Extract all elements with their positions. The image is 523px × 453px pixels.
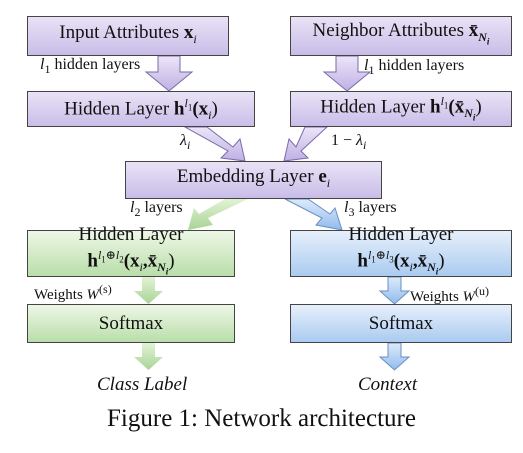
- hidden-layer-blue-box: Hidden Layer hl1⊕l3(xi,x̄Ni): [290, 224, 512, 277]
- hidden-right-h: h: [429, 96, 441, 118]
- input-var-sub: i: [193, 31, 197, 46]
- softmax-right-box: Softmax: [290, 304, 512, 343]
- input-attributes-box: Input Attributes xi: [27, 16, 229, 56]
- input-attributes-label: Input Attributes: [59, 22, 180, 44]
- neighbor-var-sub: N: [478, 29, 487, 44]
- softmax-right-label: Softmax: [368, 312, 434, 334]
- softmax-left-box: Softmax: [27, 304, 235, 343]
- neighbor-var: x̄: [468, 19, 479, 41]
- arrow-input-to-hidden-left: [144, 55, 194, 92]
- hidden-green-formula: hl1⊕l2(xi,x̄Ni): [87, 248, 175, 277]
- arrow-embedding-to-hidden-blue: [284, 198, 343, 231]
- arrow-softmax-to-context: [378, 342, 411, 371]
- arrow-embedding-to-hidden-green: [188, 199, 248, 230]
- neighbor-attributes-label: Neighbor Attributes: [312, 19, 464, 41]
- embedding-label: Embedding Layer: [176, 166, 314, 188]
- softmax-left-label: Softmax: [98, 312, 164, 334]
- label-l2-layers: l2 layers: [130, 199, 183, 220]
- figure-caption: Figure 1: Network architecture: [107, 405, 416, 432]
- hidden-green-line1: Hidden Layer: [78, 224, 184, 246]
- label-lambda-left: λi: [180, 132, 191, 153]
- input-var: x: [183, 22, 194, 44]
- hidden-layer-right-box: Hidden Layer hl1(x̄Ni): [290, 91, 512, 127]
- hidden-left-h: h: [173, 98, 185, 120]
- neighbor-var-sub-sub: i: [486, 36, 490, 47]
- embedding-var: e: [318, 166, 327, 188]
- arrow-neighbor-to-hidden-right: [322, 55, 372, 92]
- neighbor-attributes-box: Neighbor Attributes x̄Ni: [290, 16, 512, 56]
- arrow-hidden-right-to-embedding: [283, 126, 329, 162]
- arrow-hidden-blue-to-softmax: [378, 276, 411, 305]
- arrow-hidden-green-to-softmax: [134, 277, 163, 304]
- label-weights-right: Weights W(u): [410, 284, 490, 305]
- hidden-left-label: Hidden Layer: [64, 98, 170, 120]
- hidden-layer-left-box: Hidden Layer hl1(xi): [27, 91, 255, 127]
- output-class-label: Class Label: [97, 374, 188, 395]
- label-l1-hidden-right: l1 hidden layers: [364, 57, 465, 78]
- label-l1-hidden-left: l1 hidden layers: [40, 56, 141, 77]
- embedding-layer-box: Embedding Layer ei: [125, 161, 382, 199]
- hidden-blue-line1: Hidden Layer: [348, 224, 454, 246]
- hidden-right-label: Hidden Layer: [320, 96, 426, 118]
- label-l3-layers: l3 layers: [344, 199, 397, 220]
- arrow-hidden-left-to-embedding: [183, 126, 246, 162]
- hidden-layer-green-box: Hidden Layer hl1⊕l2(xi,x̄Ni): [27, 224, 235, 277]
- hidden-blue-formula: hl1⊕l3(xi,x̄Ni): [357, 248, 445, 277]
- output-context: Context: [358, 374, 418, 395]
- label-lambda-right: 1 − λi: [331, 132, 367, 153]
- label-weights-left: Weights W(s): [34, 282, 112, 303]
- arrow-softmax-to-class-label: [134, 343, 163, 370]
